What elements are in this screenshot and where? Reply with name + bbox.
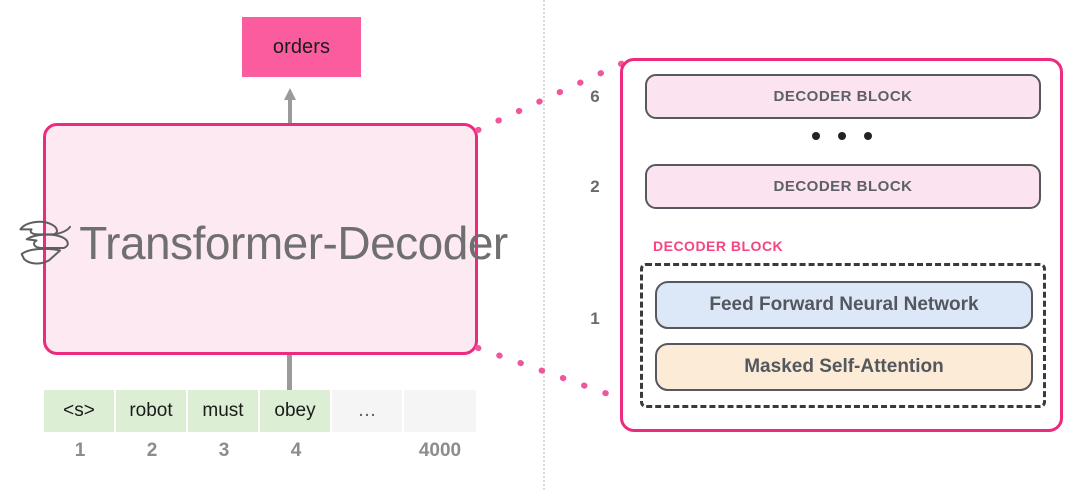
bottom-callout-dotted-line [475, 345, 628, 403]
input-token-label: <s> [63, 400, 95, 421]
top-callout-dotted-line [475, 59, 628, 133]
layer-number-2: 2 [590, 177, 600, 196]
input-token-cell: must [188, 390, 260, 432]
decoder-block-label: DECODER BLOCK [773, 178, 913, 195]
decoder-block-label: DECODER BLOCK [773, 88, 913, 105]
input-token-index: 4 [290, 440, 302, 461]
panel-divider [543, 0, 545, 490]
input-token-cell [404, 390, 476, 432]
decoder-block-6[interactable]: DECODER BLOCK [645, 74, 1041, 119]
input-token-index: 4000 [418, 440, 462, 461]
input-stem-line [287, 355, 292, 392]
feed-forward-neural-network-block[interactable]: Feed Forward Neural Network [655, 281, 1033, 329]
input-token-label: … [357, 400, 377, 421]
output-token-label: orders [272, 35, 331, 58]
decoder-block-2[interactable]: DECODER BLOCK [645, 164, 1041, 209]
expanded-decoder-block-caption: DECODER BLOCK [653, 238, 784, 254]
masked-self-attention-block[interactable]: Masked Self-Attention [655, 343, 1033, 391]
input-token-cell: … [332, 390, 404, 432]
layer-number-1: 1 [590, 309, 600, 328]
output-arrow-icon [284, 88, 296, 128]
input-token-index [332, 440, 404, 462]
input-token-label: robot [129, 400, 173, 421]
input-token-index-strip: 1 2 3 4 4000 [44, 440, 476, 462]
expanded-decoder-block-group [640, 263, 1046, 408]
input-token-index: 2 [146, 440, 158, 461]
input-token-label: must [202, 400, 244, 421]
input-token-index: 1 [74, 440, 86, 461]
input-token-cell: robot [116, 390, 188, 432]
input-token-strip: <s> robot must obey … [44, 390, 476, 432]
input-token-cell: obey [260, 390, 332, 432]
layer-number-6: 6 [590, 87, 600, 106]
transformer-decoder-box: Transformer-Decoder [19, 123, 508, 355]
openai-swirl-bird-icon [19, 220, 72, 265]
input-token-label: obey [274, 400, 316, 421]
input-token-cell: <s> [44, 390, 116, 432]
transformer-decoder-label: Transformer-Decoder [79, 217, 508, 269]
output-token-box: orders [242, 17, 361, 77]
input-token-index: 3 [218, 440, 230, 461]
stack-ellipsis-icon [812, 132, 872, 140]
masked-self-attention-label: Masked Self-Attention [744, 356, 944, 377]
feed-forward-label: Feed Forward Neural Network [709, 294, 979, 315]
